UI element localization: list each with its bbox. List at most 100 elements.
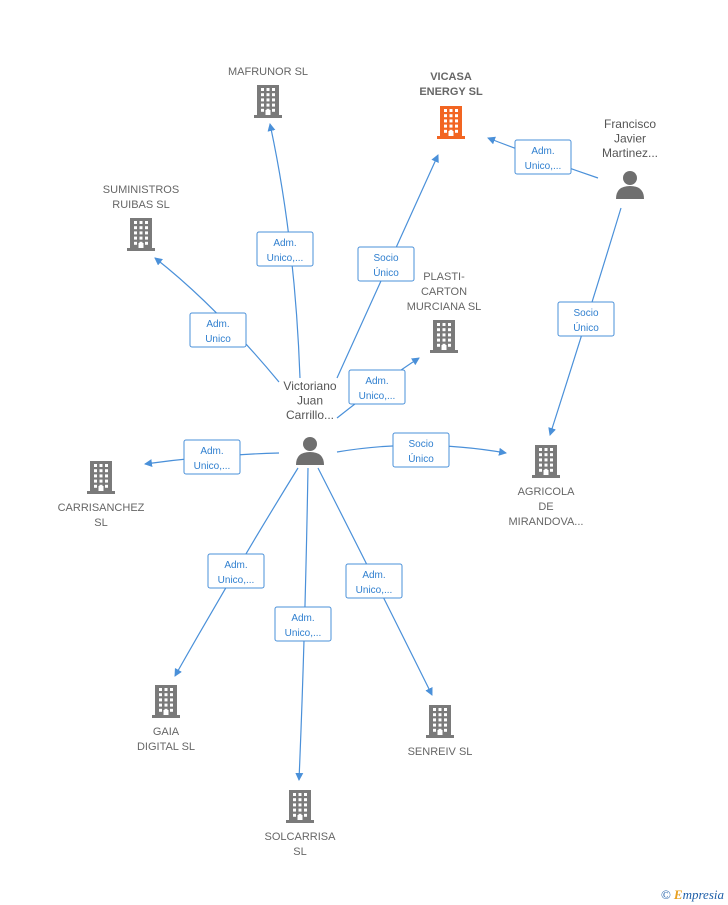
node-label: VICASA <box>430 71 472 83</box>
node-label: RUIBAS SL <box>112 199 169 211</box>
node-senreiv[interactable]: SENREIV SL <box>408 705 473 758</box>
node-label: Francisco <box>604 117 656 131</box>
edge-label-line: Socio <box>373 253 398 264</box>
node-solcarrisa[interactable]: SOLCARRISA SL <box>265 790 337 858</box>
edge-label-line: Adm. <box>273 238 296 249</box>
edge-label-box[interactable]: Adm. Unico,... <box>256 231 314 267</box>
node-victoriano[interactable]: VictorianoJuanCarrillo... <box>283 379 337 465</box>
brand-footer: ©Empresia <box>661 887 724 903</box>
edge-victoriano-to-mafrunor: Adm. Unico,... <box>256 123 314 379</box>
edge-label-line: Adm. <box>531 146 554 157</box>
edge-label-line: Unico,... <box>525 161 562 172</box>
edge-label-box[interactable]: Adm. Unico,... <box>183 439 241 475</box>
edge-label-frame <box>557 301 615 337</box>
node-label: SOLCARRISA <box>265 831 337 843</box>
node-francisco[interactable]: FranciscoJavierMartinez... <box>602 117 658 199</box>
node-label: SL <box>293 846 306 858</box>
edge-label-frame <box>183 439 241 475</box>
network-graph: Adm.Unico,...SocioÚnicoAdm.UnicoAdm.Unic… <box>58 66 658 858</box>
edge-label-frame <box>514 139 572 175</box>
nodes-layer: MAFRUNOR SL VICASA ENERGY SL FranciscoJavie… <box>58 66 658 858</box>
copyright-symbol: © <box>661 887 671 902</box>
building-icon <box>430 320 458 353</box>
node-label: SUMINISTROS <box>103 184 179 196</box>
edge-label-line: Unico,... <box>267 253 304 264</box>
edge-victoriano-to-solcarrisa: Adm. Unico,... <box>274 467 332 781</box>
node-label: Martinez... <box>602 146 658 160</box>
brand-initial: E <box>673 887 683 902</box>
edge-label-line: Adm. <box>200 446 223 457</box>
edge-label-box[interactable]: Adm. Unico,... <box>274 606 332 642</box>
node-agricola[interactable]: AGRICOLADEMIRANDOVA... <box>509 445 584 528</box>
node-label: Javier <box>614 132 646 146</box>
edge-label-frame <box>274 606 332 642</box>
edge-victoriano-to-gaia: Adm. Unico,... <box>174 467 299 677</box>
node-suministros[interactable]: SUMINISTROS RUIBAS SL <box>103 184 179 251</box>
edge-label-frame <box>357 246 415 282</box>
edge-label-line: Adm. <box>291 613 314 624</box>
edge-label-line: Socio <box>573 308 598 319</box>
edge-label-line: Adm. <box>206 319 229 330</box>
node-label: GAIA <box>153 726 180 738</box>
edge-label-frame <box>207 553 265 589</box>
node-label: AGRICOLA <box>518 486 576 498</box>
edge-victoriano-to-carrisanchez: Adm. Unico,... <box>144 439 280 475</box>
edge-label-frame <box>392 432 450 468</box>
node-vicasa[interactable]: VICASA ENERGY SL <box>419 71 483 139</box>
node-label: Carrillo... <box>286 408 334 422</box>
node-label: CARTON <box>421 286 467 298</box>
edge-label-line: Socio <box>408 439 433 450</box>
edge-label-frame <box>189 312 247 348</box>
edge-label-line: Unico <box>205 334 231 345</box>
node-label: MURCIANA SL <box>407 301 482 313</box>
edge-label-line: Unico,... <box>356 585 393 596</box>
building-icon <box>532 445 560 478</box>
edge-label-line: Único <box>373 266 399 279</box>
edge-label-line: Unico,... <box>359 391 396 402</box>
edge-label-frame <box>256 231 314 267</box>
node-label: SL <box>94 517 107 529</box>
edge-victoriano-to-senreiv: Adm. Unico,... <box>317 467 433 696</box>
edge-victoriano-to-plasticarton: Adm. Unico,... <box>336 357 420 419</box>
building-icon <box>87 461 115 494</box>
building-icon <box>127 218 155 251</box>
edge-label-line: Unico,... <box>194 461 231 472</box>
node-carrisanchez[interactable]: CARRISANCHEZ SL <box>58 461 145 529</box>
edge-label-line: Adm. <box>224 560 247 571</box>
edge-francisco-to-vicasa: Adm. Unico,... <box>487 136 599 179</box>
edge-label-box[interactable]: Adm. Unico,... <box>345 563 403 599</box>
edge-label-line: Adm. <box>365 376 388 387</box>
edge-label-line: Adm. <box>362 570 385 581</box>
node-gaia[interactable]: GAIA DIGITAL SL <box>137 685 195 753</box>
node-label: Victoriano <box>283 379 336 393</box>
edge-label-line: Único <box>573 321 599 334</box>
edges-layer: Adm.Unico,...SocioÚnicoAdm.UnicoAdm.Unic… <box>144 123 622 781</box>
node-label: MAFRUNOR SL <box>228 66 308 78</box>
node-mafrunor[interactable]: MAFRUNOR SL <box>228 66 308 118</box>
edge-label-box[interactable]: Adm. Unico,... <box>348 369 406 405</box>
building-icon <box>426 705 454 738</box>
edge-label-line: Unico,... <box>218 575 255 586</box>
building-icon <box>254 85 282 118</box>
building-icon <box>286 790 314 823</box>
person-icon <box>296 437 324 465</box>
node-label: Juan <box>297 394 323 408</box>
node-label: ENERGY SL <box>419 86 483 98</box>
edge-label-frame <box>348 369 406 405</box>
person-icon <box>616 171 644 199</box>
edge-label-box[interactable]: Adm. Unico,... <box>514 139 572 175</box>
edge-label-box[interactable]: Adm. Unico <box>189 312 247 348</box>
node-label: MIRANDOVA... <box>509 516 584 528</box>
building-icon <box>152 685 180 718</box>
brand-name: mpresia <box>682 887 724 902</box>
node-label: DIGITAL SL <box>137 741 195 753</box>
edge-label-box[interactable]: Adm. Unico,... <box>207 553 265 589</box>
node-label: CARRISANCHEZ <box>58 502 145 514</box>
edge-label-line: Unico,... <box>285 628 322 639</box>
